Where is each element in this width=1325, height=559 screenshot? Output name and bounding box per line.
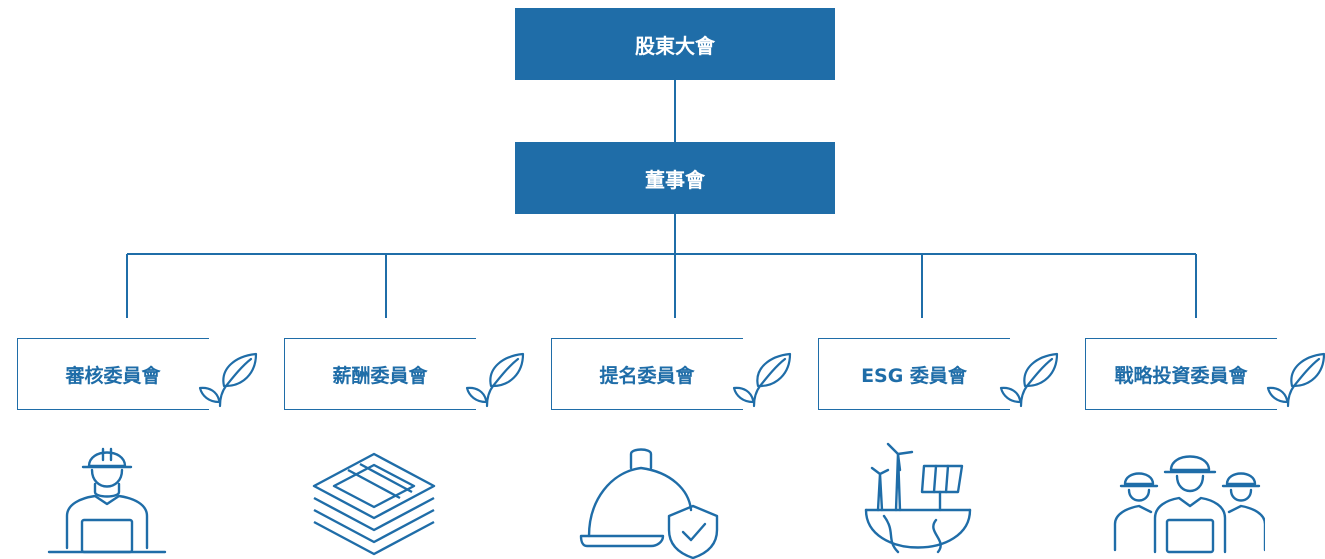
committee-remuneration: 薪酬委員會 <box>284 338 525 410</box>
leaf-icon <box>198 352 258 408</box>
committee-label: ESG 委員會 <box>861 364 967 387</box>
committee-label: 薪酬委員會 <box>332 364 428 387</box>
team-engineers-icon <box>1113 455 1265 554</box>
money-stack-icon <box>312 452 436 556</box>
shareholders-meeting-label: 股東大會 <box>635 33 715 58</box>
board-of-directors-label: 董事會 <box>645 167 705 192</box>
helmet-shield-icon <box>579 448 719 559</box>
engineer-laptop-icon <box>47 447 167 554</box>
committee-esg: ESG 委員會 <box>818 338 1059 410</box>
committee-nomination: 提名委員會 <box>551 338 792 410</box>
committee-audit: 審核委員會 <box>17 338 258 410</box>
committee-label: 提名委員會 <box>599 364 695 387</box>
shareholders-meeting-box: 股東大會 <box>515 8 835 80</box>
earth-energy-icon <box>864 442 972 554</box>
committee-strategic-investment: 戰略投資委員會 <box>1085 338 1325 410</box>
leaf-icon <box>1266 352 1325 408</box>
board-of-directors-box: 董事會 <box>515 142 835 214</box>
leaf-icon <box>465 352 525 408</box>
leaf-icon <box>999 352 1059 408</box>
committee-label: 審核委員會 <box>65 364 161 387</box>
leaf-icon <box>732 352 792 408</box>
committee-label: 戰略投資委員會 <box>1114 364 1248 387</box>
